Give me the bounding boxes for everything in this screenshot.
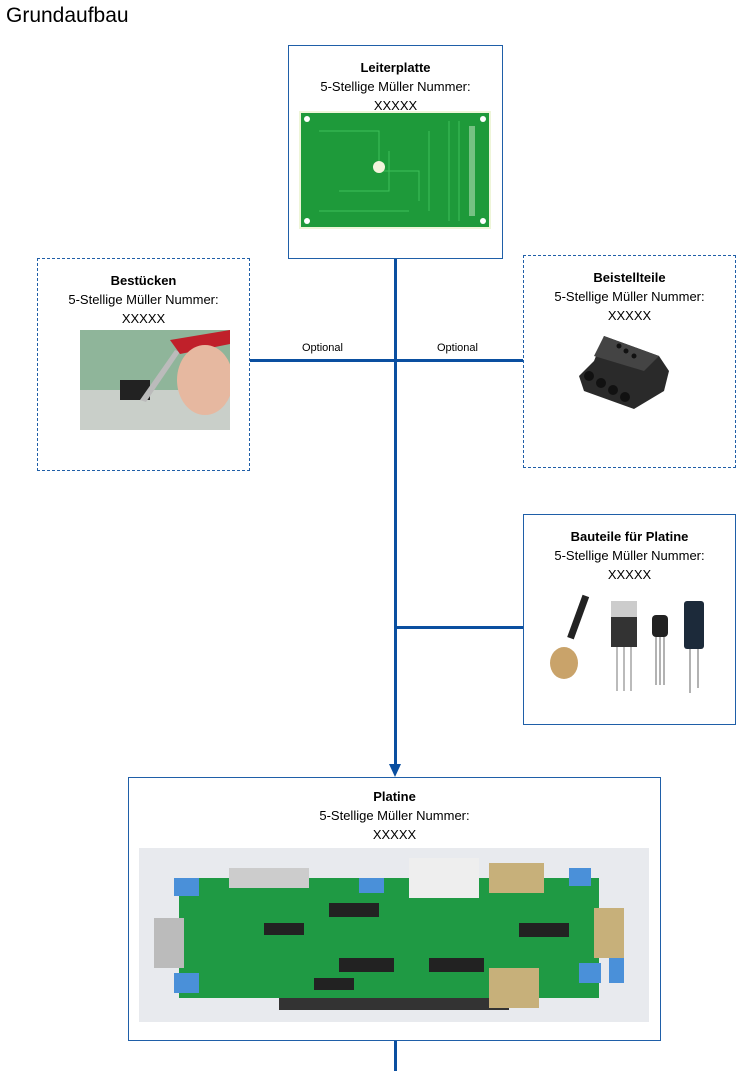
node-leiterplatte[interactable]: Leiterplatte 5-Stellige Müller Nummer: X… xyxy=(288,45,503,259)
node-label: 5-Stellige Müller Nummer: xyxy=(68,292,219,307)
edge-label-left: Optional xyxy=(302,342,343,354)
bauteile-branch-line xyxy=(396,626,523,629)
node-number: XXXXX xyxy=(373,98,418,113)
components-image-icon xyxy=(550,594,704,693)
node-platine[interactable]: Platine 5-Stellige Müller Nummer: XXXXX xyxy=(128,777,661,1041)
node-title: Bauteile für Platine xyxy=(570,529,689,544)
node-bauteile[interactable]: Bauteile für Platine 5-Stellige Müller N… xyxy=(523,514,736,725)
node-label: 5-Stellige Müller Nummer: xyxy=(319,808,470,823)
node-title: Bestücken xyxy=(110,273,177,288)
node-title: Platine xyxy=(373,789,416,804)
node-number: XXXXX xyxy=(607,567,652,582)
node-number: XXXXX xyxy=(607,308,652,323)
pcb-image-icon xyxy=(299,111,491,229)
node-title: Beistellteile xyxy=(593,270,666,285)
page-title: Grundaufbau xyxy=(6,4,129,27)
output-line xyxy=(394,1040,397,1071)
arrow-head-icon xyxy=(389,764,401,777)
node-label: 5-Stellige Müller Nummer: xyxy=(554,289,705,304)
node-label: 5-Stellige Müller Nummer: xyxy=(320,79,471,94)
node-title: Leiterplatte xyxy=(360,60,431,75)
node-beistellteile[interactable]: Beistellteile 5-Stellige Müller Nummer: … xyxy=(523,255,736,468)
node-number: XXXXX xyxy=(121,311,166,326)
optional-branch-line xyxy=(250,359,523,362)
assembly-photo-icon xyxy=(80,330,230,430)
node-bestuecken[interactable]: Bestücken 5-Stellige Müller Nummer: XXXX… xyxy=(37,258,250,471)
connector-image-icon xyxy=(579,336,669,409)
assembled-pcb-image-icon xyxy=(139,848,649,1022)
node-number: XXXXX xyxy=(372,827,417,842)
node-label: 5-Stellige Müller Nummer: xyxy=(554,548,705,563)
edge-label-right: Optional xyxy=(437,342,478,354)
main-trunk-line xyxy=(394,258,397,766)
